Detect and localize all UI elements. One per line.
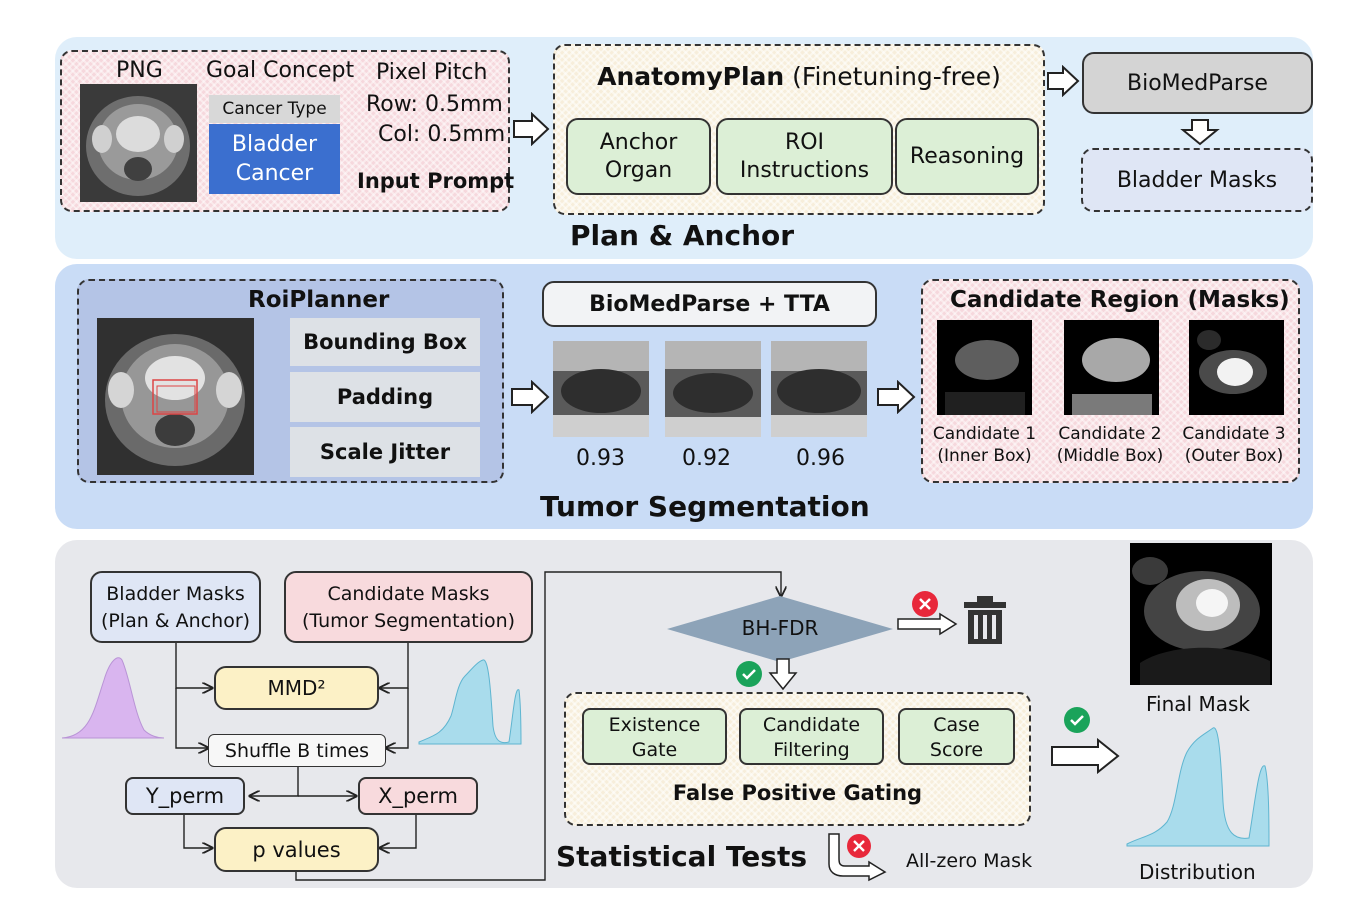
anatomyplan-title-rest: (Finetuning-free): [784, 62, 1001, 91]
reasoning-box: Reasoning: [895, 118, 1039, 195]
x-perm-box: X_perm: [358, 777, 478, 815]
tta-crop-2: [665, 341, 761, 437]
trash-icon: [964, 596, 1006, 644]
roi-instructions-line1: ROI: [784, 129, 825, 155]
arrow-right-icon: [1047, 65, 1080, 97]
bh-fdr-label: BH-FDR: [741, 616, 819, 640]
tta-score-2: 0.92: [682, 446, 731, 471]
arrow-down-icon: [1180, 119, 1220, 146]
roiplanner-mri-image: [97, 318, 254, 475]
input-prompt-label: Input Prompt: [357, 169, 515, 193]
existence-gate-line2: Gate: [631, 739, 678, 761]
statistical-tests-title: Statistical Tests: [556, 840, 808, 873]
candidate-mask-1: [937, 320, 1032, 415]
final-mask-label: Final Mask: [1146, 692, 1250, 716]
case-score-line1: Case: [933, 714, 980, 736]
pixel-pitch-label: Pixel Pitch: [376, 60, 488, 85]
candidate-filtering-line2: Filtering: [773, 739, 850, 761]
case-score-line2: Score: [929, 739, 984, 761]
bladder-masks-line1: Bladder Masks: [106, 583, 245, 605]
bladder-distribution-plot: [61, 657, 165, 739]
roi-instructions-line2: Instructions: [739, 157, 870, 183]
padding-item: Padding: [290, 372, 480, 422]
col-pitch: Col: 0.5mm: [378, 122, 506, 147]
mri-input-image: [80, 84, 197, 202]
candidate-label-2-line1: Candidate 2: [1058, 424, 1162, 444]
goal-concept-label: Goal Concept: [206, 58, 355, 83]
arrow-right-icon: [1051, 738, 1120, 774]
candidate-label-3-line1: Candidate 3: [1182, 424, 1286, 444]
candidate-masks-line2: (Tumor Segmentation): [301, 610, 516, 632]
tumor-segmentation-title: Tumor Segmentation: [540, 490, 870, 523]
plan-anchor-title: Plan & Anchor: [570, 219, 795, 252]
cancer-value-line1: Bladder: [231, 132, 318, 157]
bent-arrow-icon: [828, 833, 887, 882]
anatomyplan-title: AnatomyPlan (Finetuning-free): [553, 62, 1045, 91]
shuffle-box: Shuffle B times: [208, 734, 386, 767]
anatomyplan-title-bold: AnatomyPlan: [597, 62, 785, 91]
cancer-value-line2: Cancer: [235, 161, 314, 186]
candidate-region-title: Candidate Region (Masks): [950, 287, 1290, 313]
y-perm-box: Y_perm: [125, 777, 245, 815]
tta-score-3: 0.96: [796, 446, 845, 471]
roi-instructions-box: ROI Instructions: [716, 118, 893, 195]
arrow-down-icon: [768, 658, 798, 691]
scale-jitter-item: Scale Jitter: [290, 427, 480, 477]
final-mask-image: [1130, 543, 1272, 685]
candidate-label-3-line2: (Outer Box): [1184, 446, 1284, 466]
cross-icon: [912, 591, 938, 617]
bounding-box-item: Bounding Box: [290, 318, 480, 366]
cancer-value-box: Bladder Cancer: [209, 124, 340, 194]
arrow-right-icon: [513, 112, 550, 146]
candidate-distribution-plot: [418, 659, 522, 745]
png-label: PNG: [116, 58, 163, 83]
row-pitch: Row: 0.5mm: [366, 92, 503, 117]
candidate-filtering-line1: Candidate: [762, 714, 861, 736]
arrow-right-icon: [897, 612, 958, 636]
arrow-right-icon: [511, 380, 550, 414]
bh-fdr-diamond: [667, 596, 893, 662]
mmd-box: MMD²: [214, 666, 379, 710]
candidate-label-1: Candidate 1 (Inner Box): [929, 423, 1040, 467]
tta-score-1: 0.93: [576, 446, 625, 471]
cross-icon: [847, 834, 871, 858]
candidate-filtering-box: Candidate Filtering: [739, 708, 884, 765]
candidate-label-3: Candidate 3 (Outer Box): [1176, 423, 1292, 467]
candidate-label-1-line2: (Inner Box): [937, 446, 1032, 466]
bladder-masks-line2: (Plan & Anchor): [100, 610, 251, 632]
false-positive-gating-title: False Positive Gating: [672, 781, 923, 805]
all-zero-mask-label: All-zero Mask: [906, 850, 1033, 872]
tta-crop-1: [553, 341, 649, 437]
candidate-label-2-line2: (Middle Box): [1056, 446, 1164, 466]
candidate-mask-2: [1064, 320, 1159, 415]
existence-gate-box: Existence Gate: [582, 708, 727, 765]
distribution-label: Distribution: [1139, 860, 1256, 884]
biomedparse-box: BioMedParse: [1082, 52, 1313, 114]
candidate-label-2: Candidate 2 (Middle Box): [1050, 423, 1170, 467]
arrow-right-icon: [877, 380, 916, 414]
cancer-type-label: Cancer Type: [209, 95, 340, 123]
tta-box: BioMedParse + TTA: [542, 281, 877, 327]
check-icon: [1064, 707, 1090, 733]
candidate-masks-line1: Candidate Masks: [327, 583, 490, 605]
candidate-label-1-line1: Candidate 1: [932, 424, 1037, 444]
tta-crop-3: [771, 341, 867, 437]
final-distribution-plot: [1126, 727, 1270, 847]
anchor-organ-line1: Anchor: [599, 129, 678, 155]
roiplanner-title: RoiPlanner: [248, 287, 390, 313]
bladder-masks-input-box: Bladder Masks (Plan & Anchor): [90, 571, 261, 643]
bladder-masks-box: Bladder Masks: [1081, 148, 1313, 212]
anchor-organ-line2: Organ: [604, 157, 673, 183]
anchor-organ-box: Anchor Organ: [566, 118, 711, 195]
candidate-masks-input-box: Candidate Masks (Tumor Segmentation): [284, 571, 533, 643]
candidate-mask-3: [1189, 320, 1284, 415]
case-score-box: Case Score: [898, 708, 1015, 765]
check-icon: [736, 661, 762, 687]
existence-gate-line1: Existence: [608, 714, 701, 736]
p-values-box: p values: [214, 827, 379, 872]
